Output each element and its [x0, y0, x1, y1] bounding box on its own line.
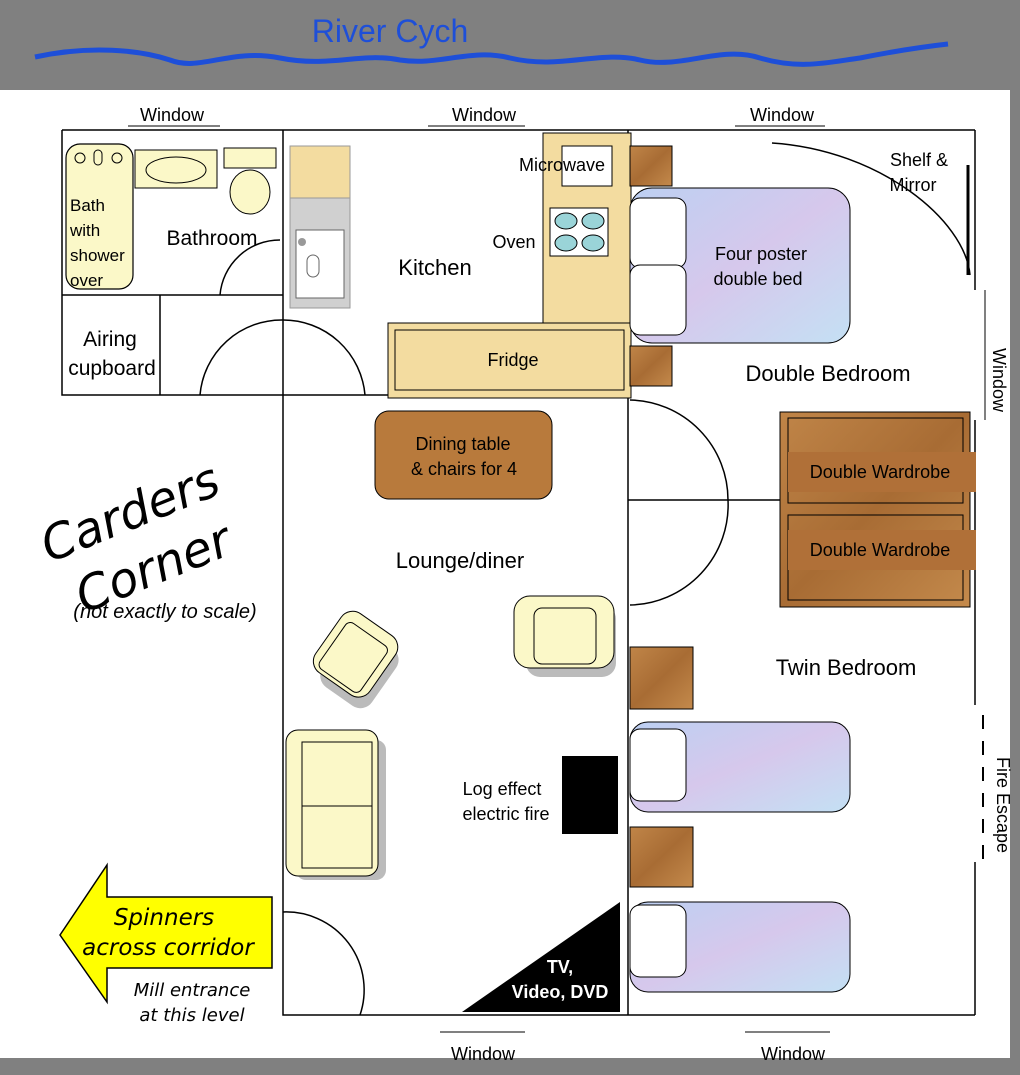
arrow-label-2: across corridor: [82, 935, 255, 961]
shelf-label-2: Mirror: [890, 175, 937, 195]
fire-escape-label: Fire Escape: [993, 757, 1013, 853]
microwave-label: Microwave: [519, 155, 605, 175]
airing-label-2: cupboard: [68, 357, 156, 380]
window-right-side: Window: [989, 348, 1009, 413]
entrance-label-2: at this level: [139, 1005, 244, 1026]
tv-unit: [462, 902, 620, 1012]
bath-label-3: shower: [70, 246, 125, 265]
bedside-tables: [629, 145, 694, 888]
dining-table: [374, 410, 553, 500]
arrow-label-1: Spinners: [114, 905, 214, 931]
window-bottom-right: Window: [761, 1044, 826, 1064]
window-top-right: Window: [750, 105, 815, 125]
double-bed: [629, 187, 851, 344]
bed-label-2: double bed: [713, 269, 802, 289]
sofa: [285, 729, 386, 880]
scale-note: (not exactly to scale): [73, 601, 256, 623]
exit-arrow-icon: [59, 862, 273, 1005]
wardrobes: [779, 411, 976, 608]
wardrobe-label-2: Double Wardrobe: [810, 540, 950, 560]
river-label: River Cych: [312, 13, 468, 49]
oven-label: Oven: [492, 232, 535, 252]
twin-bed-1: [629, 721, 851, 813]
dining-label-2: & chairs for 4: [411, 459, 517, 479]
armchair-left: [312, 610, 399, 709]
dining-label-1: Dining table: [415, 434, 510, 454]
kitchen-label: Kitchen: [398, 255, 471, 280]
sink: [134, 149, 218, 189]
wardrobe-label-1: Double Wardrobe: [810, 462, 950, 482]
window-top-middle: Window: [452, 105, 517, 125]
lounge-label: Lounge/diner: [396, 548, 524, 573]
door-swings: [199, 142, 971, 1016]
bath-label-1: Bath: [70, 196, 105, 215]
toilet: [223, 147, 277, 215]
bed-label-1: Four poster: [715, 244, 807, 264]
twin-bed-2: [629, 901, 851, 993]
window-marks: [128, 125, 986, 1033]
tv-label-1: TV,: [547, 957, 573, 977]
airing-label-1: Airing: [83, 328, 137, 351]
bathroom-label: Bathroom: [166, 227, 257, 250]
bathtub: [65, 143, 134, 290]
bottom-band: [0, 1058, 1020, 1075]
bath-label-2: with: [69, 221, 100, 240]
fire-label-2: electric fire: [462, 804, 549, 824]
fire-label-1: Log effect: [463, 779, 542, 799]
right-band: [1010, 0, 1020, 1075]
kitchen-counters: [289, 132, 632, 399]
entrance-label-1: Mill entrance: [134, 980, 251, 1001]
window-top-left: Window: [140, 105, 205, 125]
river-line: [34, 41, 949, 67]
shelf-label-1: Shelf &: [890, 150, 948, 170]
double-bedroom-label: Double Bedroom: [745, 361, 910, 386]
armchair-right: [513, 595, 616, 677]
bath-label-4: over: [70, 271, 103, 290]
top-band: [0, 0, 1020, 90]
electric-fire: [562, 756, 618, 834]
window-bottom-middle: Window: [451, 1044, 516, 1064]
tv-label-2: Video, DVD: [512, 982, 609, 1002]
twin-bedroom-label: Twin Bedroom: [776, 655, 917, 680]
fridge-label: Fridge: [487, 350, 538, 370]
